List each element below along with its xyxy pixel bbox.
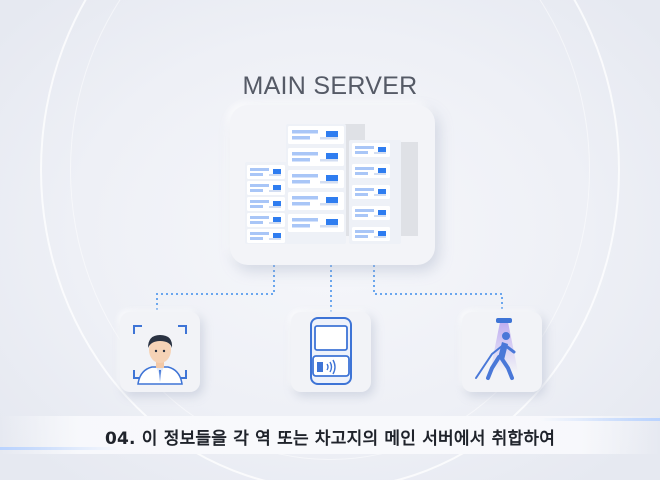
pedestrian-sensor-card: [462, 312, 542, 392]
pedestrian-light-icon: [475, 318, 518, 380]
subtitle-caption: 04. 이 정보들을 각 역 또는 차고지의 메인 서버에서 취합하여: [104, 429, 556, 449]
transit-card-reader-card: [291, 312, 371, 392]
face-recognition-card: [120, 312, 200, 392]
connector-pedestrian: [373, 265, 503, 312]
connector-face: [156, 265, 275, 312]
card-reader-icon: [310, 317, 352, 385]
main-server-title: MAIN SERVER: [242, 72, 418, 100]
caption-accent-right: [540, 418, 660, 421]
face-scan-icon: [133, 325, 187, 385]
caption-accent-left: [0, 447, 120, 450]
